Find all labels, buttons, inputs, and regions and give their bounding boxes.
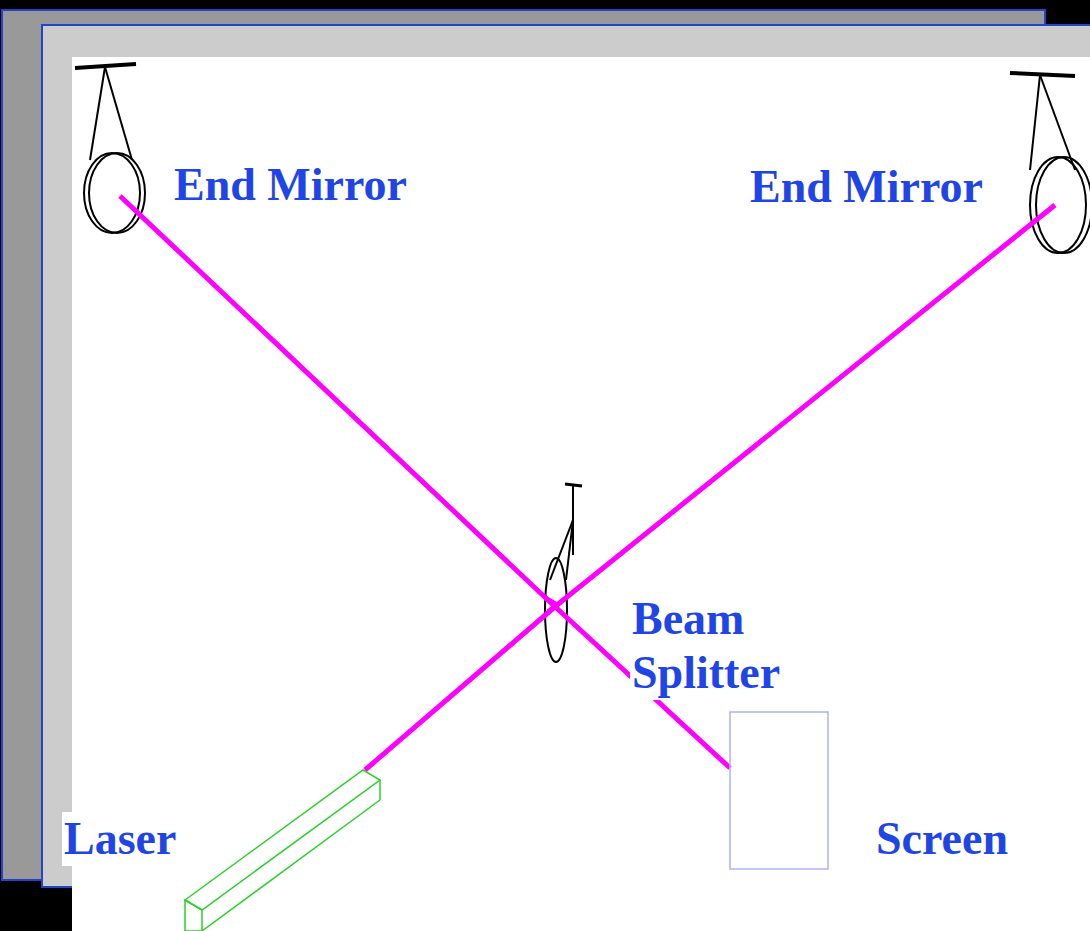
laser-box xyxy=(185,770,380,931)
splitter-label: Beam Splitter xyxy=(630,592,849,700)
screen-label: Screen xyxy=(874,812,1010,866)
laser-label: Laser xyxy=(62,812,178,866)
laser-beam xyxy=(120,196,1055,770)
screen-box xyxy=(730,712,828,869)
beam-splitter xyxy=(545,484,582,662)
mirror-label: End Mirror xyxy=(172,158,409,212)
mirror-label: End Mirror xyxy=(748,160,985,214)
right-end-mirror xyxy=(1010,73,1090,253)
front-slide xyxy=(72,57,1090,931)
